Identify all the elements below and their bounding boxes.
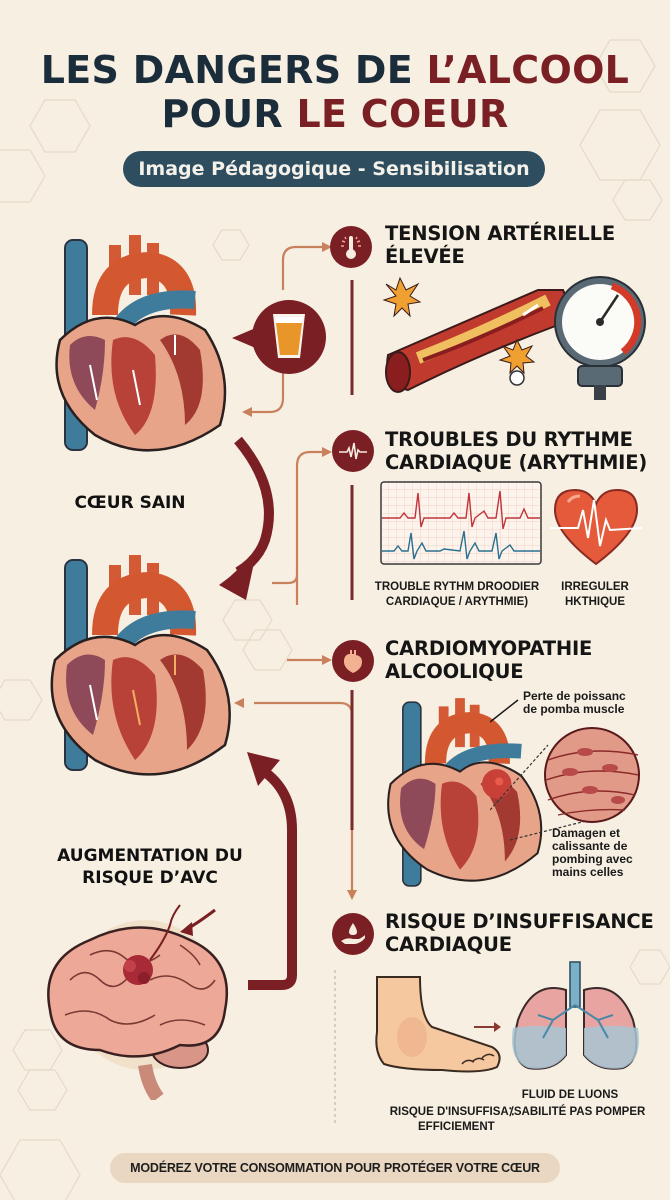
heart-organ-icon — [343, 650, 362, 673]
footer-message: MODÉREZ VOTRE CONSOMMATION POUR PROTÉGER… — [110, 1153, 560, 1183]
heart-failure-title-line1: RISQUE D’INSUFFISANCE — [385, 910, 654, 933]
ecg-chart-illustration — [380, 481, 542, 565]
irregular-heart-caption-line1: IRREGULER — [561, 581, 629, 593]
section-icon-blood-pressure — [330, 226, 372, 268]
heartbeat-pulse-icon — [339, 442, 367, 460]
swollen-foot-illustration — [375, 976, 501, 1073]
hand-drop-icon — [341, 923, 365, 944]
beer-glass-icon — [273, 314, 305, 358]
section-title-cardiomyopathy: CARDIOMYOPATHIE ALCOOLIQUE — [385, 637, 592, 683]
heart-failure-caption-line2: EFFICIEMENT — [418, 1121, 495, 1133]
irregular-heart-caption: IRREGULER HKTHIQUE — [555, 580, 635, 610]
blood-pressure-title-line2: ÉLEVÉE — [385, 245, 465, 268]
irregular-heart-illustration — [550, 488, 642, 566]
section-title-heart-failure: RISQUE D’INSUFFISANCE CARDIAQUE — [385, 910, 654, 956]
title-line1-red: L’ALCOOL — [426, 48, 630, 92]
stroke-risk-label-line1: AUGMENTATION DU — [57, 846, 243, 866]
cardiomyopathy-title-line1: CARDIOMYOPATHIE — [385, 637, 593, 660]
note-cell-damage-line2: calissante de — [552, 839, 628, 853]
note-cell-damage-line1: Damagen et — [552, 826, 621, 840]
lungs-caption: FLUID DE LUONS — [521, 1089, 619, 1101]
note-muscle-power-loss-line2: de pomba muscle — [523, 702, 625, 716]
ecg-caption-line2: CARDIAQUE / ARYTHMIE) — [385, 596, 529, 608]
ecg-caption: TROUBLE RYTHM DROODIER CARDIAQUE / ARYTH… — [372, 580, 542, 610]
fluid-lungs-illustration — [512, 961, 639, 1070]
blood-pressure-title-line1: TENSION ARTÉRIELLE — [385, 222, 615, 245]
section-icon-heart-failure — [332, 913, 374, 955]
stroke-risk-label: AUGMENTATION DU RISQUE D’AVC — [20, 845, 280, 889]
muscle-cells-zoom-illustration — [490, 699, 640, 841]
page-title: LES DANGERS DE L’ALCOOL POUR LE COEUR — [0, 48, 670, 136]
arrhythmia-title-line2: CARDIAQUE (ARYTHMIE) — [385, 451, 648, 474]
enlarged-heart-illustration — [387, 698, 543, 887]
note-cell-damage-line3: pombing avec — [552, 852, 633, 866]
brain-illustration — [47, 904, 229, 1100]
title-line1-dark: LES DANGERS DE — [40, 48, 427, 92]
heart-failure-title-line2: CARDIAQUE — [385, 933, 512, 956]
heart-failure-caption-line1: RISQUE D'INSUFFISA⁒SABILITÉ PAS POMPER — [389, 1106, 646, 1118]
title-line2-red: LE COEUR — [296, 92, 509, 136]
damaged-heart-illustration — [50, 555, 231, 776]
title-line2-dark: POUR — [161, 92, 297, 136]
healthy-heart-label: CŒUR SAIN — [74, 493, 186, 513]
irregular-heart-caption-line2: HKTHIQUE — [564, 596, 626, 608]
stroke-risk-label-line2: RISQUE D’AVC — [82, 868, 218, 888]
healthy-heart-illustration — [55, 235, 227, 452]
note-cell-damage: Damagen et calissante de pombing avec ma… — [552, 827, 633, 879]
ecg-caption-line1: TROUBLE RYTHM DROODIER — [374, 581, 540, 593]
note-muscle-power-loss-line1: Perte de poissanc — [523, 689, 626, 703]
section-icon-cardiomyopathy — [332, 640, 374, 682]
section-title-blood-pressure: TENSION ARTÉRIELLE ÉLEVÉE — [385, 222, 615, 268]
section-title-arrhythmia: TROUBLES DU RYTHME CARDIAQUE (ARYTHMIE) — [385, 428, 647, 474]
subtitle-badge: Image Pédagogique - Sensibilisation — [123, 151, 545, 187]
arrow-foot-to-lungs — [474, 1022, 501, 1032]
section-icon-arrhythmia — [332, 430, 374, 472]
artery-pressure-gauge-illustration — [382, 276, 646, 400]
thermometer-icon — [341, 236, 361, 259]
note-muscle-power-loss: Perte de poissanc de pomba muscle — [523, 690, 626, 716]
bubble-pointer — [232, 327, 258, 349]
cardiomyopathy-title-line2: ALCOOLIQUE — [385, 660, 524, 683]
heart-failure-caption: RISQUE D'INSUFFISA⁒SABILITÉ PAS POMPER E… — [365, 1105, 670, 1135]
arrhythmia-title-line1: TROUBLES DU RYTHME — [385, 428, 633, 451]
note-cell-damage-line4: mains celles — [552, 865, 624, 879]
